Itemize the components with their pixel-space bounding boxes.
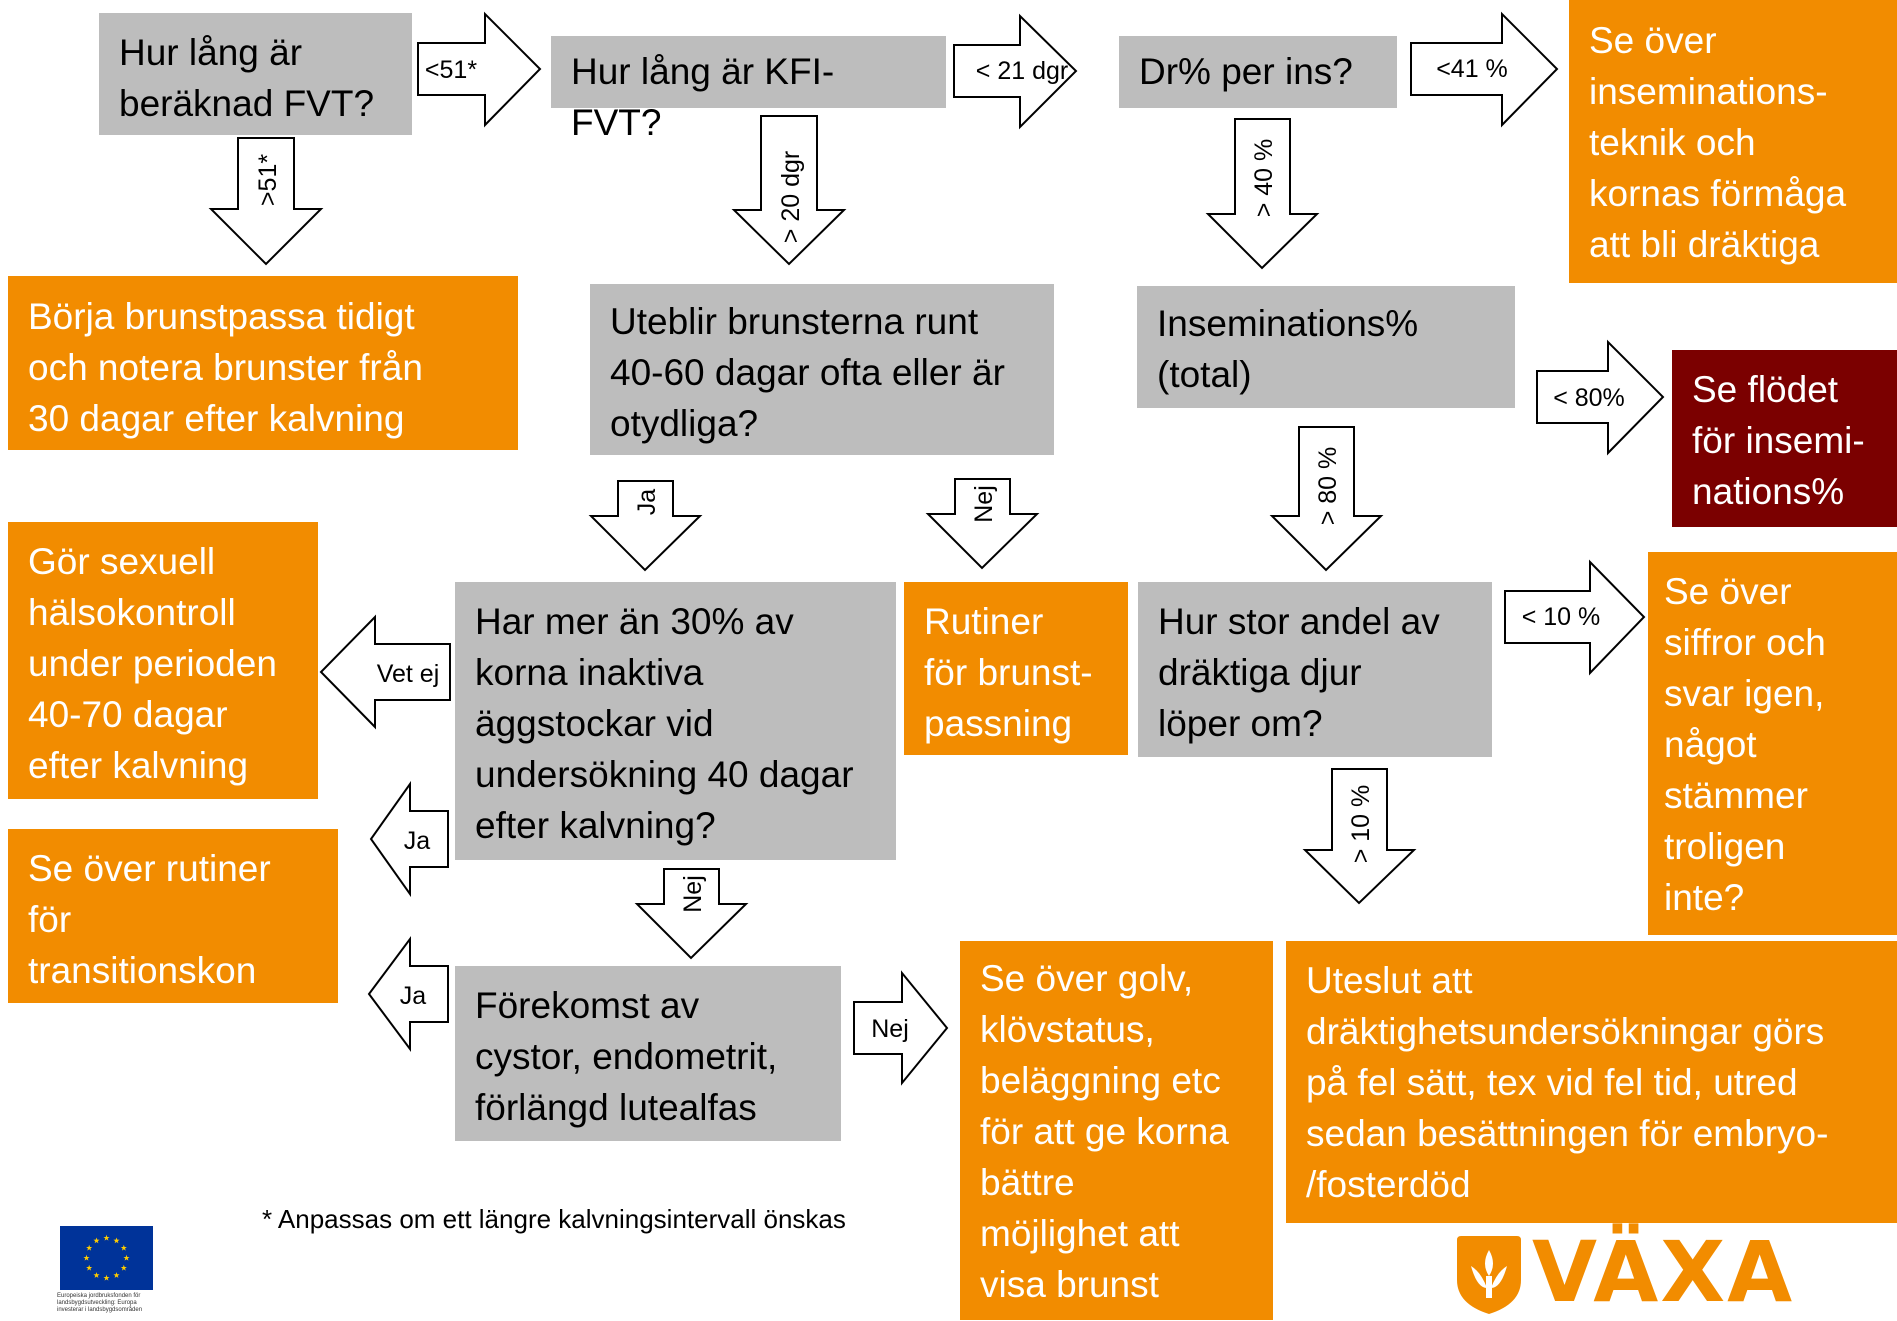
se-flodet-box: Se flödet för insemi- nations% — [1672, 350, 1897, 527]
svg-text:Ja: Ja — [404, 827, 431, 855]
dr-question-box: Dr% per ins? — [1119, 36, 1397, 108]
arrow-gt20: > 20 dgr — [731, 115, 847, 266]
arrow-ja-left-1: Ja — [369, 780, 449, 898]
svg-text:> 40 %: > 40 % — [1250, 139, 1278, 218]
arrow-nej-down-2: Nej — [634, 868, 749, 960]
borja-brunstpassa-box: Börja brunstpassa tidigt och notera brun… — [8, 276, 518, 450]
eu-star-icon — [93, 1237, 100, 1244]
svg-text:> 10 %: > 10 % — [1347, 785, 1375, 864]
arrow-nej-right: Nej — [853, 970, 949, 1086]
eu-star-icon — [113, 1272, 120, 1278]
eu-star-icon — [120, 1264, 127, 1271]
eu-star-icon — [103, 1234, 110, 1241]
arrow-ja-left-2: Ja — [367, 935, 449, 1053]
svg-text:< 10 %: < 10 % — [1522, 603, 1601, 631]
arrow-ja-down: Ja — [588, 480, 703, 572]
rutiner-brunstpassning-box: Rutiner för brunst- passning — [904, 582, 1128, 755]
eu-star-icon — [86, 1264, 93, 1271]
eu-star-icon — [103, 1274, 110, 1281]
arrow-lt10: < 10 % — [1504, 559, 1646, 676]
arrow-lt21: < 21 dgr — [953, 13, 1078, 130]
hur-stor-andel-box: Hur stor andel av dräktiga djur löper om… — [1138, 582, 1492, 757]
se-over-golv-box: Se över golv, klövstatus, beläggning etc… — [960, 941, 1273, 1320]
svg-text:Nej: Nej — [679, 875, 707, 913]
brand-name: VÄXA — [1532, 1223, 1795, 1321]
svg-text:<51*: <51* — [425, 56, 477, 84]
arrow-nej-down-1: Nej — [925, 478, 1040, 570]
svg-text:<41 %: <41 % — [1436, 55, 1508, 83]
arrow-lt80: < 80% — [1536, 339, 1665, 456]
se-over-rutiner-transitionskon-box: Se över rutiner för transitionskon — [8, 829, 338, 1003]
eu-star-icon — [113, 1237, 120, 1244]
footnote: * Anpassas om ett längre kalvningsinterv… — [262, 1204, 846, 1234]
fvt-question-box: Hur lång är beräknad FVT? — [99, 13, 412, 135]
svg-text:< 21 dgr: < 21 dgr — [976, 57, 1068, 85]
uteblir-brunster-box: Uteblir brunsterna runt 40-60 dagar ofta… — [590, 284, 1054, 455]
arrow-gt10: > 10 % — [1302, 768, 1417, 905]
arrow-lt41: <41 % — [1410, 11, 1559, 128]
arrow-vet-ej: Vet ej — [319, 614, 451, 730]
arrow-lt51: <51* — [417, 11, 542, 128]
arrow-gt51: >51* — [208, 137, 324, 266]
svg-text:Vet ej: Vet ej — [377, 660, 440, 688]
svg-text:Nej: Nej — [871, 1015, 909, 1043]
vaxa-logo-icon — [1457, 1236, 1521, 1314]
eu-caption: Europeiska jordbruksfonden för landsbygd… — [57, 1293, 143, 1313]
eu-star-icon — [86, 1244, 93, 1251]
eu-star-icon — [120, 1244, 127, 1251]
inseminations-total-box: Inseminations% (total) — [1137, 286, 1515, 408]
svg-text:>51*: >51* — [254, 154, 282, 206]
svg-text:< 80%: < 80% — [1553, 384, 1625, 412]
kfi-question-box: Hur lång är KFI-FVT? — [551, 36, 946, 143]
eu-flag-icon — [60, 1226, 153, 1290]
gor-sexuell-halsokontroll-box: Gör sexuell hälsokontroll under perioden… — [8, 522, 318, 799]
se-over-insemination-box: Se över inseminations- teknik och kornas… — [1569, 0, 1897, 283]
arrow-gt80: > 80 % — [1269, 426, 1384, 572]
uteslut-box: Uteslut att dräktighetsundersökningar gö… — [1286, 941, 1897, 1223]
svg-text:Ja: Ja — [400, 982, 427, 1010]
forekomst-av-cystor-box: Förekomst av cystor, endometrit, förläng… — [455, 966, 841, 1141]
eu-star-icon — [93, 1272, 100, 1278]
arrow-gt40: > 40 % — [1205, 118, 1320, 270]
svg-text:Ja: Ja — [633, 489, 661, 516]
eu-star-icon — [123, 1254, 130, 1261]
svg-text:Nej: Nej — [970, 485, 998, 523]
har-mer-an-30-box: Har mer än 30% av korna inaktiva äggstoc… — [455, 582, 896, 860]
svg-text:> 20 dgr: > 20 dgr — [777, 151, 805, 243]
se-over-siffror-box: Se över siffror och svar igen, något stä… — [1648, 552, 1897, 935]
eu-star-icon — [83, 1254, 90, 1261]
svg-text:> 80 %: > 80 % — [1314, 447, 1342, 526]
